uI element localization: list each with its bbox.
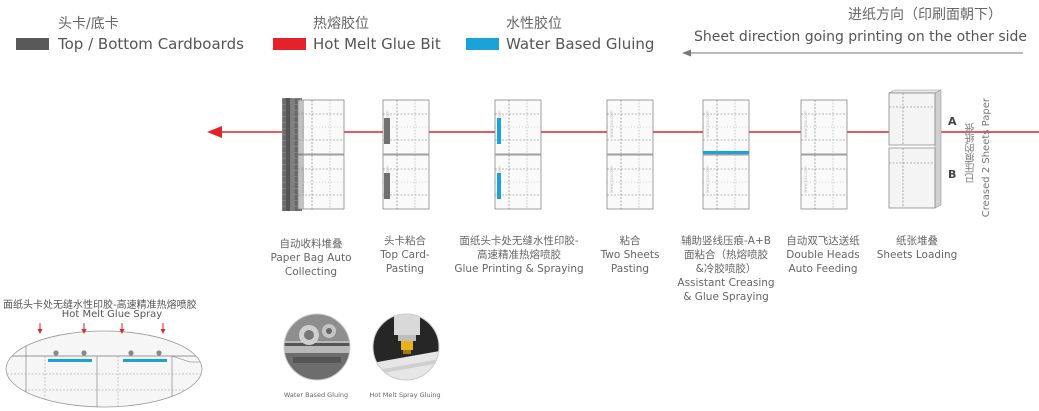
detail-ellipse-view (5, 323, 203, 408)
photo-hot-melt-spray (372, 313, 440, 381)
side-label-cn: 已压痕的纸张 (966, 123, 977, 183)
legend-top-bottom-en: Top / Bottom Cardboards (58, 35, 244, 53)
caption-double-feeding: 自动双飞达送纸 Double Heads Auto Feeding (786, 235, 860, 275)
station-creasing (702, 99, 750, 210)
photo-caption-hot-melt: Hot Melt Spray Gluing (369, 391, 441, 399)
side-label-en: Creased 2 Sheets Paper (981, 98, 992, 218)
caption-collecting: 自动收料堆叠 Paper Bag Auto Collecting (270, 238, 352, 278)
station-collecting (282, 98, 345, 211)
legend-swatch-gray (16, 38, 49, 50)
photo-caption-water: Water Based Gluing (283, 391, 349, 399)
legend-swatch-blue (466, 38, 499, 50)
legend-swatch-red (273, 38, 306, 50)
direction-cn: 进纸方向（印刷面朝下） (848, 7, 1002, 23)
direction-en: Sheet direction going printing on the ot… (694, 29, 1028, 45)
detail-title-cn: 面纸头卡处无缝水性印胶-高速精准热熔喷胶 (3, 300, 197, 311)
sheet-label-b: B (948, 168, 957, 181)
station-glue-printing (494, 99, 542, 210)
sheet-label-a: A (948, 115, 957, 128)
legend-water-cn: 水性胶位 (506, 16, 562, 32)
photo-water-based-gluing (283, 313, 351, 381)
flow-arrowhead (207, 126, 222, 138)
caption-top-card: 头卡粘合 Top Card- Pasting (380, 235, 430, 275)
station-top-card (382, 99, 430, 210)
legend-hot-melt-en: Hot Melt Glue Bit (313, 35, 441, 53)
process-diagram: www.xxx.com (207, 89, 1039, 211)
detail-title-en: Hot Melt Glue Spray (61, 309, 163, 320)
legend-hot-melt-cn: 热熔胶位 (313, 16, 369, 32)
caption-sheets-loading: 纸张堆叠 Sheets Loading (876, 235, 958, 261)
caption-two-sheets: 粘合 Two Sheets Pasting (600, 235, 660, 275)
spray-arrows (37, 323, 166, 334)
station-sheets-loading (888, 89, 942, 209)
caption-creasing: 辅助竖线压痕-A+B 面粘合（热熔喷胶 &冷胶喷胶） Assistant Cre… (677, 235, 775, 303)
station-double-feeding (800, 99, 848, 210)
legend-top-bottom-cn: 头卡/底卡 (58, 16, 119, 32)
legend-water-en: Water Based Gluing (506, 35, 655, 53)
direction-arrow (682, 49, 1023, 57)
station-two-sheets (606, 99, 654, 210)
caption-glue-printing: 面纸头卡处无缝水性印胶- 高速精准热熔喷胶 Glue Printing & Sp… (454, 235, 584, 275)
